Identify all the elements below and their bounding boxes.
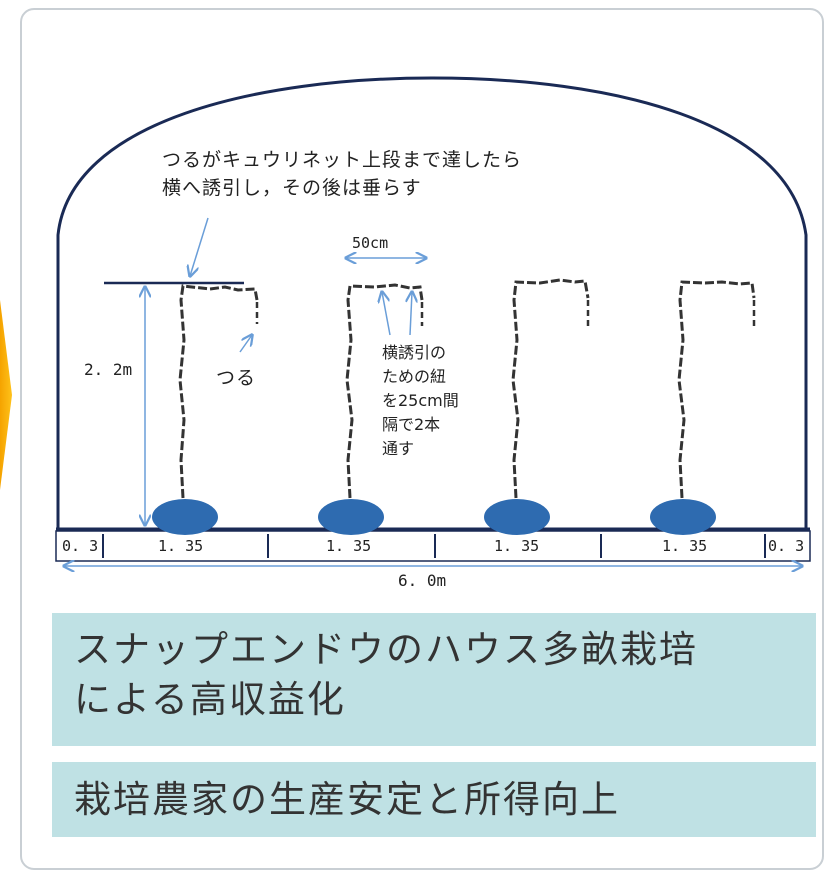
cord-note-line1: 横誘引の	[382, 343, 447, 362]
cord-note-line2: ための紐	[382, 367, 447, 386]
greenhouse-outline	[56, 76, 808, 528]
cord-leader-2	[410, 292, 412, 336]
plant-1	[152, 284, 259, 535]
top-annotation-line2: 横へ誘引し，その後は垂らす	[162, 177, 422, 199]
bed-4	[650, 499, 716, 535]
cord-note-line5: 通す	[382, 439, 415, 458]
subtitle-text: 栽培農家の生産安定と所得向上	[74, 778, 620, 821]
dim-spacing-2: 1. 35	[326, 537, 372, 555]
vine-leader	[239, 335, 252, 353]
total-width-label: 6. 0m	[398, 571, 447, 590]
height-label: 2. 2m	[84, 360, 133, 379]
leader-net	[190, 217, 209, 276]
bed-2	[318, 499, 384, 535]
bed-1	[152, 499, 218, 535]
dim-spacing-1: 1. 35	[158, 537, 204, 555]
top-annotation-line1: つるがキュウリネット上段まで達したら	[162, 149, 523, 171]
dim-spacing-4: 1. 35	[662, 537, 708, 555]
width-label: 50cm	[352, 234, 389, 252]
vine-label: つる	[216, 367, 257, 389]
plant-2	[318, 283, 424, 535]
plant-4	[650, 280, 756, 535]
cord-note-line4: 隔で2本	[382, 415, 441, 434]
bed-3	[484, 499, 550, 535]
title-banner: スナップエンドウのハウス多畝栽培 による高収益化	[52, 613, 816, 746]
plant-3	[484, 278, 590, 535]
cord-note-line3: を25cm間	[382, 391, 459, 410]
title-line2: による高収益化	[74, 678, 346, 721]
title-line1: スナップエンドウのハウス多畝栽培	[74, 628, 698, 671]
dim-edge-left: 0. 3	[62, 537, 99, 555]
dim-edge-right: 0. 3	[768, 537, 805, 555]
dim-spacing-3: 1. 35	[494, 537, 540, 555]
cord-leader-1	[382, 292, 391, 336]
subtitle-banner: 栽培農家の生産安定と所得向上	[52, 762, 816, 837]
